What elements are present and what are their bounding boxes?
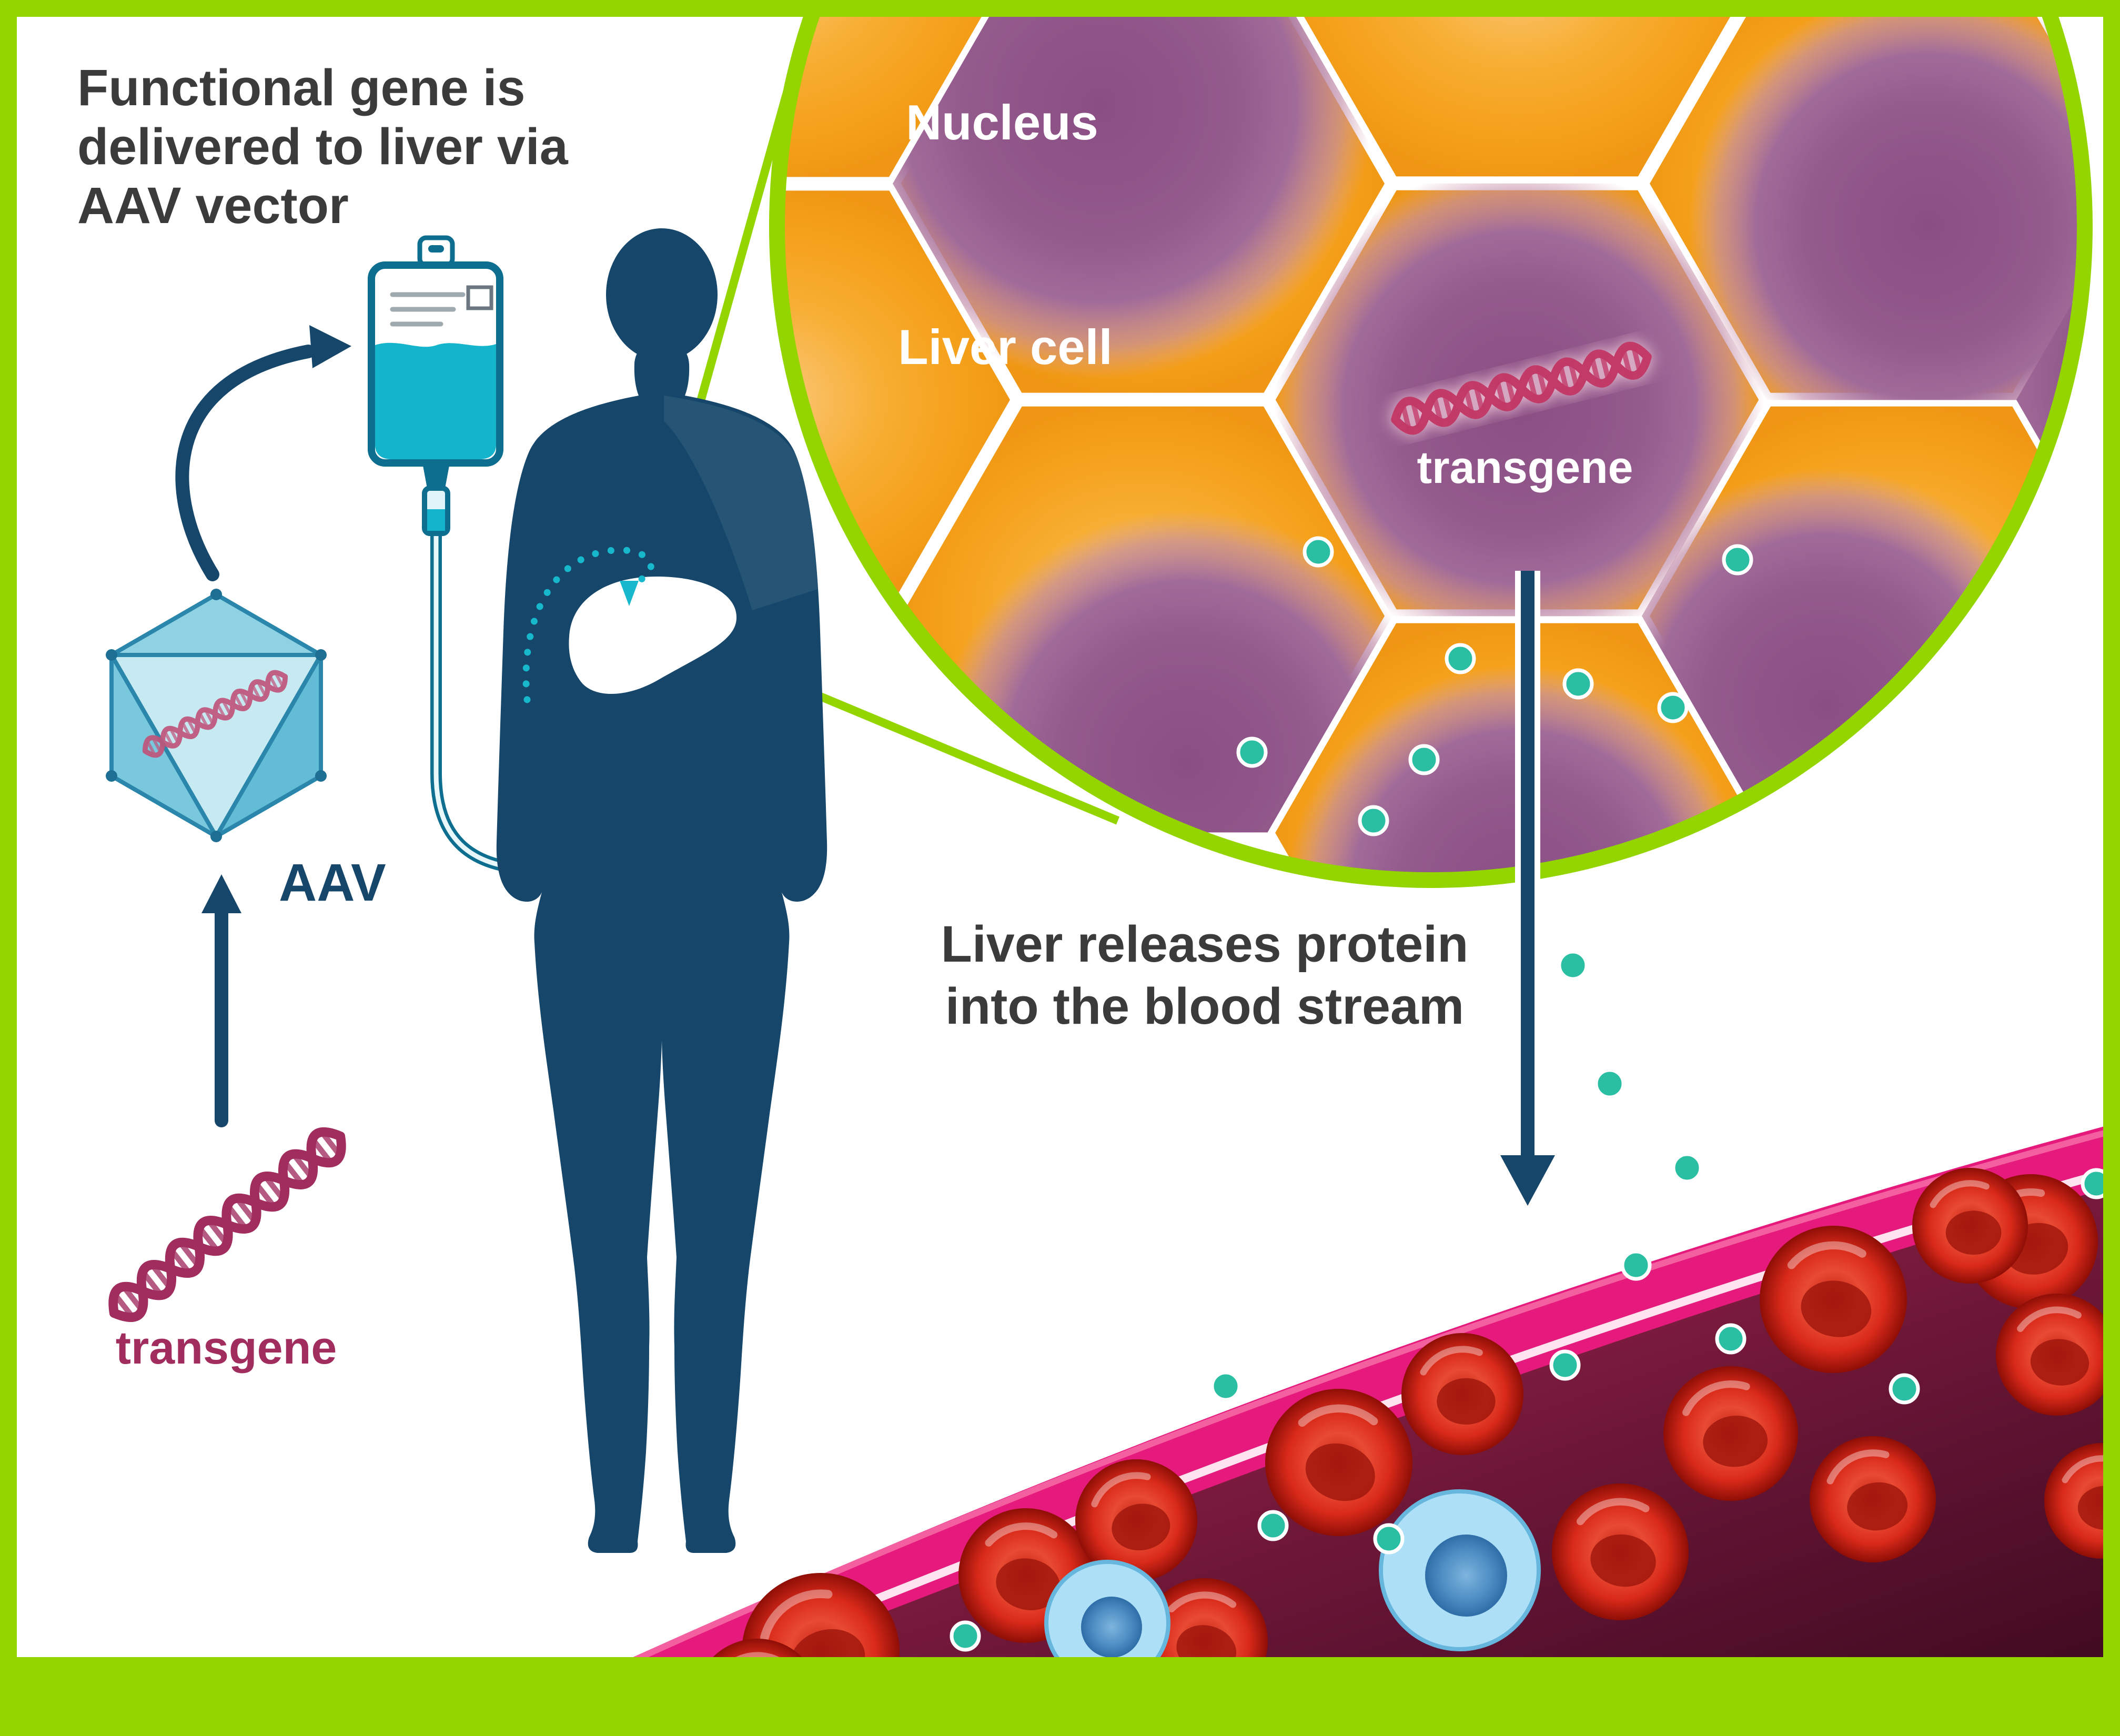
- title-line-2: delivered to liver via: [77, 118, 569, 175]
- red-blood-cell: [1912, 1168, 2028, 1284]
- protein-dot: [1891, 1375, 1918, 1402]
- vessel-wall-highlight: [475, 1126, 2120, 1735]
- liver-cell-label: Liver cell: [898, 319, 1113, 375]
- white-blood-cell: [1379, 1489, 1541, 1651]
- liver-shape: [569, 577, 737, 694]
- protein-dot: [1238, 739, 1266, 766]
- nucleus-label: Nucleus: [906, 95, 1098, 150]
- iv-bag: [368, 235, 532, 875]
- protein-dot: [1375, 1525, 1402, 1552]
- title-block: Functional gene is delivered to liver vi…: [77, 59, 569, 234]
- aav-label: AAV: [279, 853, 386, 912]
- drip-chamber-fluid: [427, 509, 445, 531]
- bag-hanger-slot: [428, 245, 444, 253]
- bag-port: [422, 463, 450, 488]
- human-figure: [496, 228, 827, 1553]
- title-line-3: AAV vector: [77, 177, 349, 234]
- blood-vessel: [467, 1122, 2120, 1736]
- protein-dot: [1564, 670, 1592, 698]
- protein-dot: [1659, 694, 1687, 721]
- protein-dot: [1551, 1351, 1579, 1379]
- transgene-label: transgene: [116, 1321, 337, 1374]
- cell-nuclei: [893, 0, 2091, 886]
- bag-label-lines: [390, 292, 466, 327]
- cell-nucleus: [1275, 183, 1764, 617]
- bag-label-box: [466, 285, 493, 310]
- red-blood-cell: [1401, 1333, 1523, 1455]
- protein-dot: [1622, 1251, 1650, 1279]
- protein-dot: [1724, 546, 1751, 573]
- figure-shoulder-highlight: [664, 396, 817, 610]
- aav-to-bag-arrowhead-icon: [309, 325, 351, 368]
- protein-release-arrowhead-icon: [1500, 1155, 1555, 1206]
- figure-head: [606, 228, 718, 361]
- white-blood-cell: [1044, 1560, 1170, 1686]
- cell-nucleus: [893, 0, 1373, 379]
- transgene-cell-label: transgene: [1417, 442, 1633, 493]
- caption-block: Liver releases protein into the blood st…: [941, 915, 1469, 1035]
- protein-dot: [1447, 645, 1474, 672]
- protein-dot: [1259, 1512, 1287, 1539]
- caption-line-2: into the blood stream: [945, 977, 1464, 1035]
- protein-dot: [1596, 1070, 1623, 1097]
- transgene-to-aav-arrow: [201, 874, 241, 1127]
- protein-dot: [1559, 952, 1587, 979]
- protein-dot: [1360, 807, 1387, 834]
- bag-fluid: [375, 342, 496, 459]
- protein-dot: [1212, 1372, 1239, 1400]
- caption-line-1: Liver releases protein: [941, 915, 1469, 973]
- infusion-dotted-path: [522, 547, 654, 703]
- protein-dot: [1717, 1325, 1744, 1353]
- cell-nucleus: [1286, 665, 1749, 886]
- protein-dot: [1305, 538, 1332, 566]
- cell-nucleus: [934, 510, 1392, 833]
- protein-dot: [952, 1622, 979, 1650]
- magnifier-ring: [769, 0, 2093, 888]
- transgene-to-aav-arrowhead-icon: [201, 874, 241, 913]
- magnified-liver-view: Nucleus Liver cell transgene: [771, 0, 2091, 886]
- capsid-vertices: [106, 589, 327, 842]
- infusion-arrowhead-icon: [620, 581, 639, 606]
- protein-dot: [1410, 746, 1438, 773]
- protein-release-arrow: [1491, 571, 1564, 1216]
- title-line-1: Functional gene is: [77, 59, 526, 116]
- protein-dot: [1673, 1154, 1701, 1182]
- aav-to-bag-arrow: [175, 325, 351, 581]
